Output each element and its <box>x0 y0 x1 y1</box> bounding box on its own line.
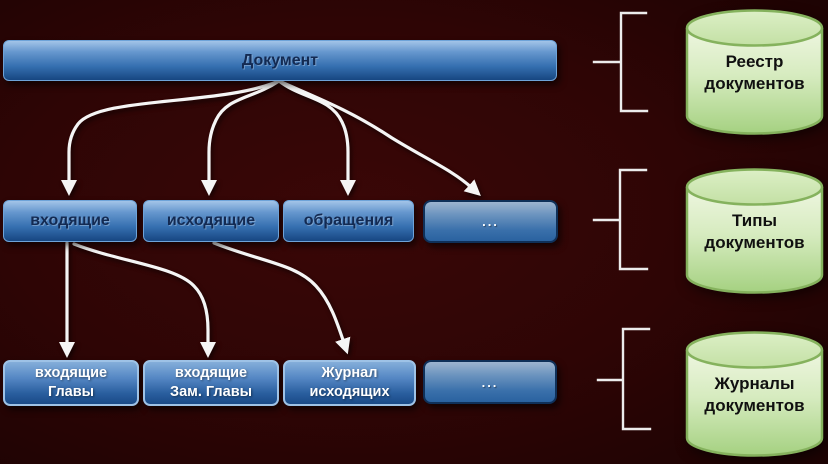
arrow-root-to-incoming <box>61 79 281 196</box>
arrow-root-to-outgoing <box>201 79 281 196</box>
db-journals: Журналы документов <box>684 329 825 459</box>
db-registry: Реестр документов <box>684 7 825 137</box>
node-outgoing-label: исходящие <box>166 212 256 229</box>
database-cylinder-icon <box>685 9 824 135</box>
node-outgoing: исходящие <box>143 200 279 242</box>
arrow-root-to-more-types <box>277 79 481 197</box>
bracket-journals <box>596 327 652 431</box>
db-types-label: Типы документов <box>704 211 805 252</box>
node-more-types: ... <box>423 200 558 243</box>
node-incoming-glavy: входящие Главы <box>3 360 139 406</box>
db-registry-label: Реестр документов <box>704 52 805 93</box>
arrow-outgoing-to-journal <box>212 241 351 355</box>
node-incoming: входящие <box>3 200 137 242</box>
arrow-root-to-appeals <box>277 79 356 196</box>
node-document: Документ <box>3 40 557 81</box>
node-incoming-zam-glavy: входящие Зам. Главы <box>143 360 279 406</box>
database-cylinder-icon <box>685 331 824 457</box>
database-cylinder-icon <box>685 168 824 294</box>
node-more-journals: ... <box>423 360 557 404</box>
node-more-types-label: ... <box>482 214 499 229</box>
node-journal-outgoing-label: Журнал исходящих <box>309 365 390 400</box>
node-more-journals-label: ... <box>481 374 499 390</box>
node-appeals: обращения <box>283 200 414 242</box>
node-incoming-zam-glavy-label: входящие Зам. Главы <box>169 365 252 400</box>
node-incoming-label: входящие <box>30 212 110 229</box>
node-incoming-glavy-label: входящие Главы <box>34 365 108 400</box>
db-types: Типы документов <box>684 166 825 296</box>
db-journals-label: Журналы документов <box>704 374 805 415</box>
bracket-types <box>592 168 649 271</box>
arrow-incoming-to-zam-glavy <box>72 242 216 358</box>
node-appeals-label: обращения <box>303 212 394 229</box>
node-journal-outgoing: Журнал исходящих <box>283 360 416 406</box>
node-document-label: Документ <box>241 51 319 69</box>
bracket-registry <box>592 11 649 113</box>
